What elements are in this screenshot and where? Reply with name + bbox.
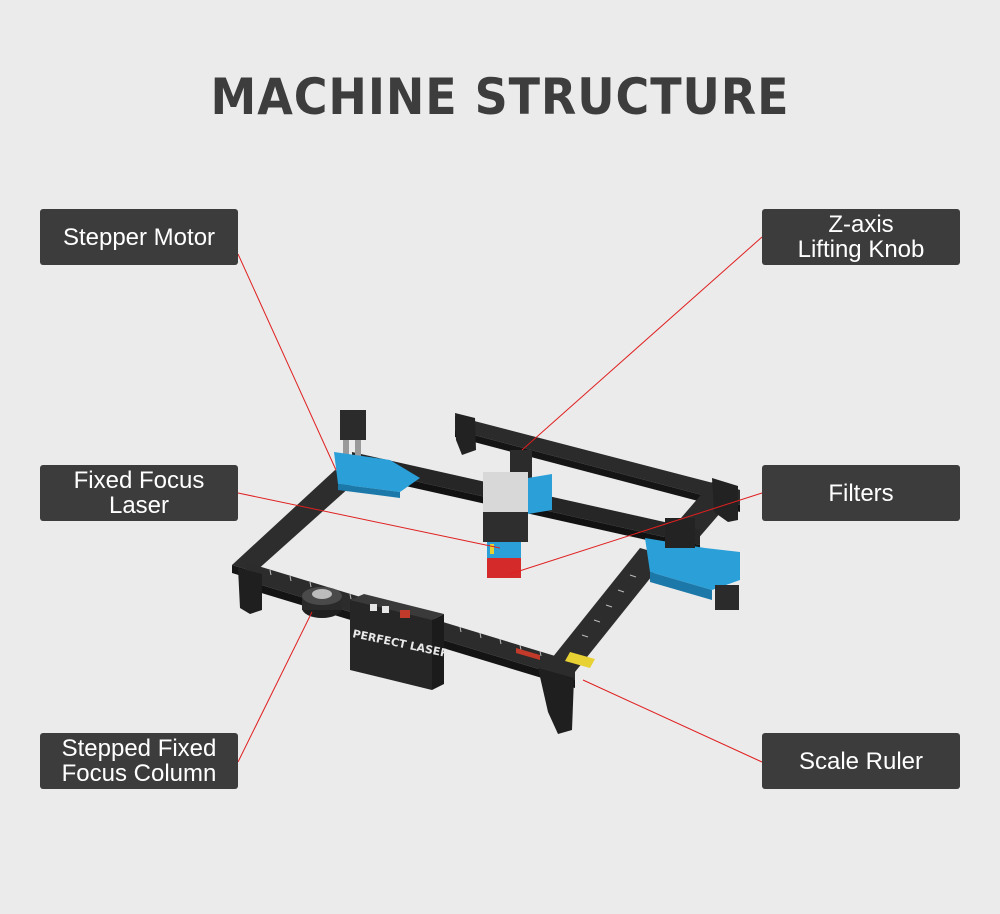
label-scale-ruler: Scale Ruler [762,733,960,789]
leader-lines [237,236,763,763]
laser-module [483,450,552,578]
control-box: PERFECT LASER [350,594,450,690]
label-stepped-focus-column: Stepped Fixed Focus Column [40,733,238,789]
stepper-motor [334,410,420,498]
label-stepper-motor: Stepper Motor [40,209,238,265]
label-fixed-focus-laser: Fixed Focus Laser [40,465,238,521]
label-z-axis-knob: Z-axis Lifting Knob [762,209,960,265]
stepped-focus-column [302,587,342,618]
label-filters: Filters [762,465,960,521]
page-title: MACHINE STRUCTURE [210,68,790,126]
frame-legs [238,413,738,734]
right-carriage [645,518,740,610]
